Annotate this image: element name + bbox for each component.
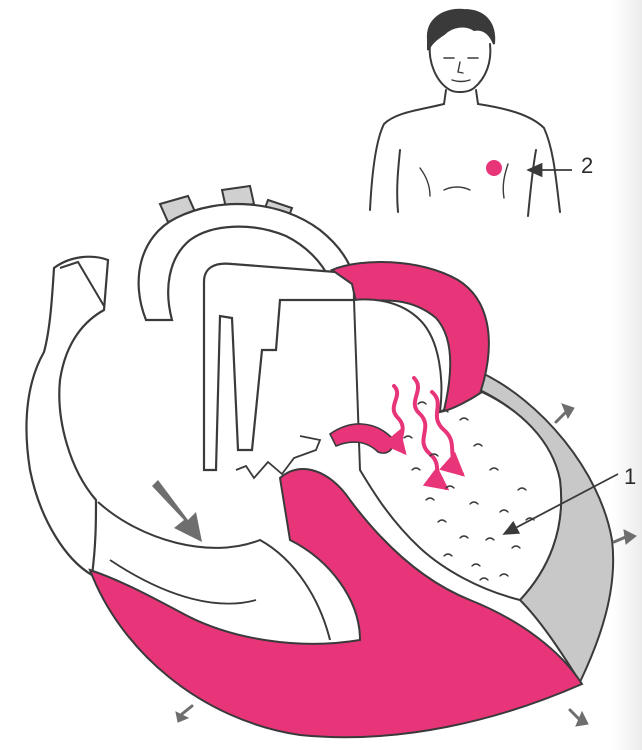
flow-arrow-gray — [152, 480, 202, 542]
human-torso-icon — [370, 10, 560, 216]
pulmonary-trunk — [204, 264, 354, 470]
label-2: 2 — [581, 153, 593, 179]
right-heart-outline — [26, 257, 108, 575]
label-1: 1 — [624, 464, 636, 490]
person-face — [430, 44, 491, 92]
person-hair — [428, 10, 494, 50]
palpation-point-icon — [486, 160, 502, 176]
